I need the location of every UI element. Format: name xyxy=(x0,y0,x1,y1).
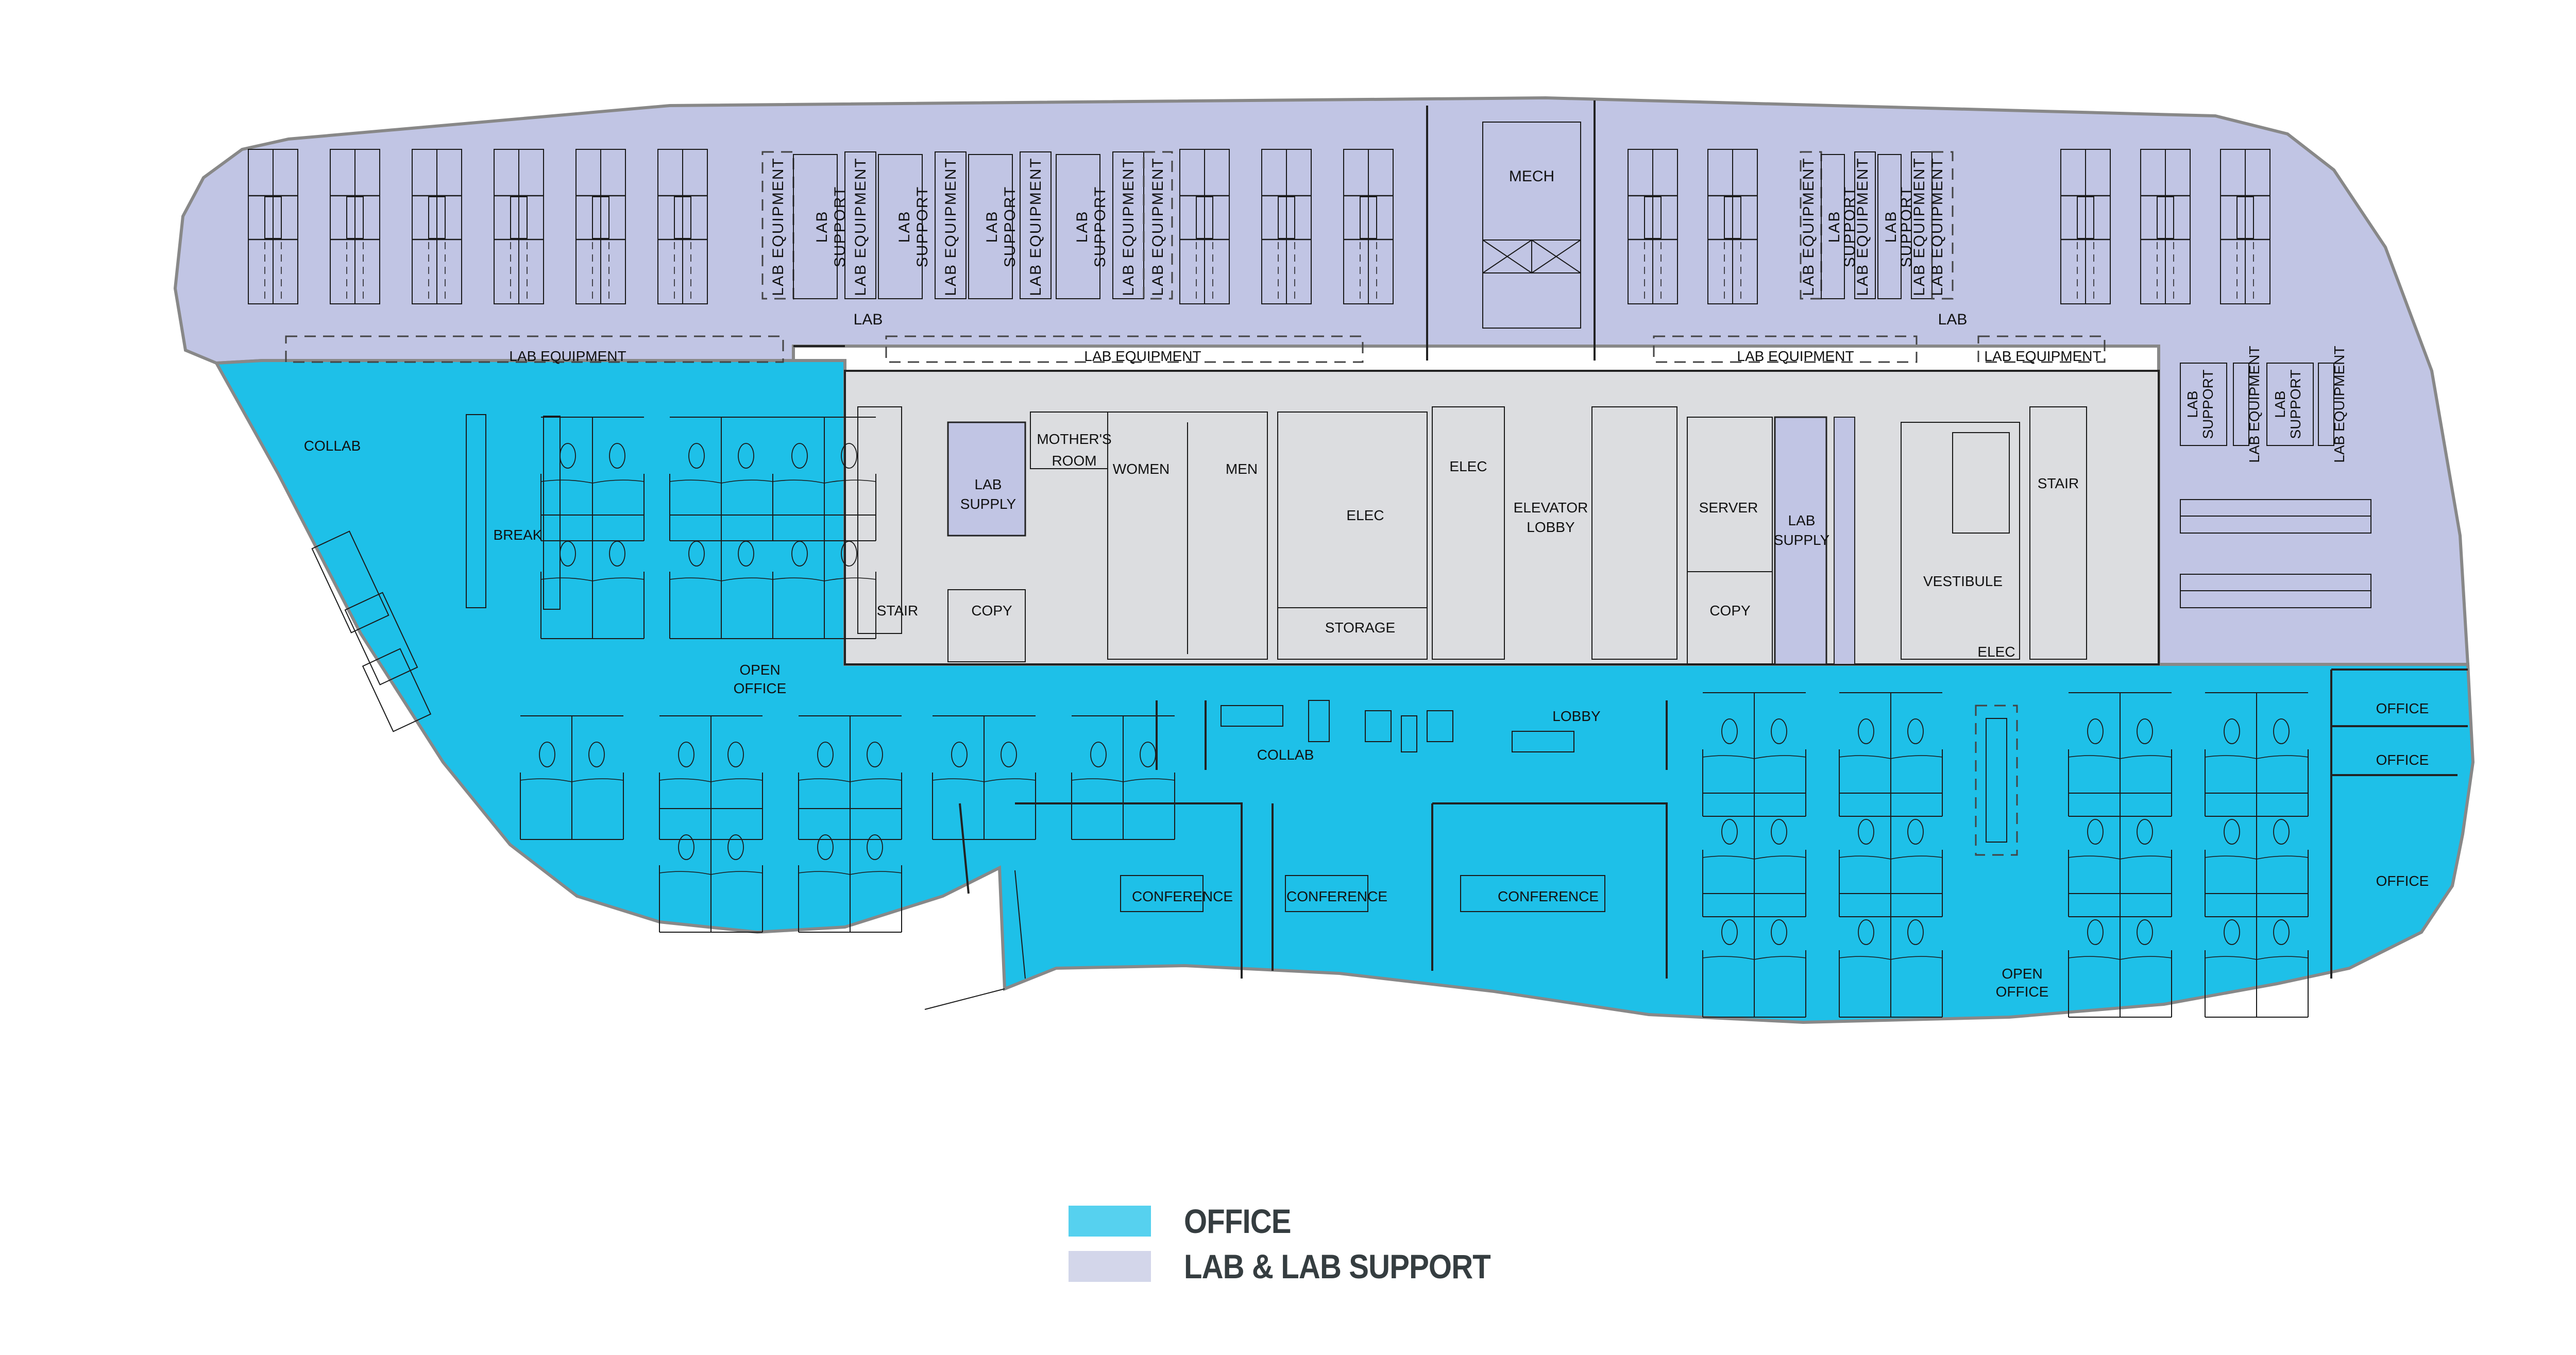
private-offices xyxy=(2330,668,2468,979)
label-lab-equipment-left: LAB EQUIPMENT xyxy=(509,348,626,364)
label-elevator-lobby-1: ELEVATOR xyxy=(1514,500,1588,516)
svg-text:LAB: LAB xyxy=(814,211,831,243)
conference-rooms xyxy=(959,802,1668,979)
label-office-3: OFFICE xyxy=(2376,873,2429,889)
svg-text:SUPPORT: SUPPORT xyxy=(2200,370,2216,439)
label-stair-left: STAIR xyxy=(877,603,918,619)
svg-text:LAB EQUIPMENT: LAB EQUIPMENT xyxy=(1027,157,1044,296)
svg-text:LAB EQUIPMENT: LAB EQUIPMENT xyxy=(1800,157,1817,296)
svg-text:SUPPORT: SUPPORT xyxy=(1898,186,1915,267)
legend-swatch-lab xyxy=(1069,1251,1151,1282)
label-open-office-west-1: OPEN xyxy=(739,662,780,678)
label-elec-center: ELEC xyxy=(1449,458,1487,474)
label-open-office-west-2: OFFICE xyxy=(734,680,787,696)
lab-support-pods-east xyxy=(2180,363,2371,608)
svg-text:LAB EQUIPMENT: LAB EQUIPMENT xyxy=(1929,157,1946,296)
core-rooms xyxy=(857,406,2087,665)
label-conference-1: CONFERENCE xyxy=(1132,888,1233,904)
svg-text:LAB: LAB xyxy=(2272,391,2288,418)
label-conference-3: CONFERENCE xyxy=(1498,888,1599,904)
svg-text:LAB: LAB xyxy=(984,211,1001,243)
label-lab-left: LAB xyxy=(854,311,883,328)
vertical-labels-left: LAB EQUIPMENT LAB SUPPORT LAB EQUIPMENT … xyxy=(770,157,1166,296)
label-lab-equipment-center: LAB EQUIPMENT xyxy=(1084,348,1201,364)
legend-item-lab: LAB & LAB SUPPORT xyxy=(1069,1244,1532,1289)
collab-furniture-center xyxy=(1221,700,1574,752)
svg-text:LAB EQUIPMENT: LAB EQUIPMENT xyxy=(2246,346,2262,462)
svg-text:LAB EQUIPMENT: LAB EQUIPMENT xyxy=(770,157,787,296)
svg-text:LAB EQUIPMENT: LAB EQUIPMENT xyxy=(1149,157,1166,296)
svg-text:LAB: LAB xyxy=(2184,391,2200,418)
svg-text:LAB EQUIPMENT: LAB EQUIPMENT xyxy=(2331,346,2347,462)
label-elevator-lobby-2: LOBBY xyxy=(1527,519,1575,535)
label-mothers-room-1: MOTHER'S xyxy=(1037,431,1111,447)
svg-text:LAB: LAB xyxy=(896,211,913,243)
label-lab-supply-left-2: SUPPLY xyxy=(960,496,1016,512)
svg-text:LAB EQUIPMENT: LAB EQUIPMENT xyxy=(1854,157,1871,296)
label-conference-2: CONFERENCE xyxy=(1286,888,1387,904)
svg-text:LAB EQUIPMENT: LAB EQUIPMENT xyxy=(1120,157,1137,296)
label-men: MEN xyxy=(1226,461,1258,477)
label-office-2: OFFICE xyxy=(2376,752,2429,768)
legend: OFFICE LAB & LAB SUPPORT xyxy=(1069,1198,1532,1289)
svg-text:SUPPORT: SUPPORT xyxy=(1092,186,1109,267)
label-lab-equipment-right-a: LAB EQUIPMENT xyxy=(1737,348,1854,364)
svg-text:SUPPORT: SUPPORT xyxy=(2287,370,2303,439)
label-lab-equipment-right-b: LAB EQUIPMENT xyxy=(1984,348,2101,364)
label-lab-supply-left-1: LAB xyxy=(975,476,1002,492)
label-open-office-east-2: OFFICE xyxy=(1996,984,2049,1000)
label-open-office-east-1: OPEN xyxy=(2002,966,2042,982)
core-zone xyxy=(844,370,2160,665)
svg-text:LAB: LAB xyxy=(1883,211,1900,243)
label-collab-west: COLLAB xyxy=(304,438,361,454)
label-elec-small: ELEC xyxy=(1977,644,2015,660)
svg-text:LAB EQUIPMENT: LAB EQUIPMENT xyxy=(852,157,869,296)
vertical-labels-right: LAB EQUIPMENT LAB SUPPORT LAB EQUIPMENT … xyxy=(1800,157,1946,296)
svg-text:LAB: LAB xyxy=(1074,211,1091,243)
legend-label-lab: LAB & LAB SUPPORT xyxy=(1184,1247,1491,1285)
label-copy-right: COPY xyxy=(1709,603,1751,619)
label-stair-right: STAIR xyxy=(2038,475,2079,491)
label-copy-left: COPY xyxy=(971,603,1012,619)
label-mothers-room-2: ROOM xyxy=(1052,453,1096,469)
legend-swatch-office xyxy=(1069,1206,1151,1237)
svg-text:SUPPORT: SUPPORT xyxy=(832,186,849,267)
label-storage: STORAGE xyxy=(1325,620,1395,636)
vertical-labels-east: LAB SUPPORT LAB EQUIPMENT LAB SUPPORT LA… xyxy=(2184,346,2347,462)
label-lab-supply-right-2: SUPPLY xyxy=(1774,532,1830,548)
label-women: WOMEN xyxy=(1113,461,1170,477)
svg-text:SUPPORT: SUPPORT xyxy=(914,186,931,267)
lab-zone xyxy=(173,96,2470,666)
label-office-1: OFFICE xyxy=(2376,700,2429,716)
svg-text:LAB EQUIPMENT: LAB EQUIPMENT xyxy=(1911,157,1928,296)
collab-tables-west xyxy=(311,530,432,732)
label-lobby: LOBBY xyxy=(1552,708,1601,724)
lab-support-rooms-left xyxy=(761,151,1173,300)
label-vestibule: VESTIBULE xyxy=(1923,573,2003,589)
svg-text:LAB: LAB xyxy=(1826,211,1843,243)
label-elec-left: ELEC xyxy=(1346,507,1384,523)
svg-text:LAB EQUIPMENT: LAB EQUIPMENT xyxy=(942,157,959,296)
label-mech: MECH xyxy=(1509,168,1554,185)
label-lab-supply-right-1: LAB xyxy=(1788,512,1816,528)
svg-text:SUPPORT: SUPPORT xyxy=(1002,186,1019,267)
lab-support-rooms-right xyxy=(1800,151,1954,300)
label-lab-right: LAB xyxy=(1938,311,1968,328)
label-collab-center: COLLAB xyxy=(1257,747,1314,763)
svg-text:SUPPORT: SUPPORT xyxy=(1841,186,1858,267)
label-break: BREAK xyxy=(494,527,543,543)
legend-item-office: OFFICE xyxy=(1069,1198,1532,1244)
label-server: SERVER xyxy=(1699,500,1758,516)
legend-label-office: OFFICE xyxy=(1184,1202,1292,1240)
